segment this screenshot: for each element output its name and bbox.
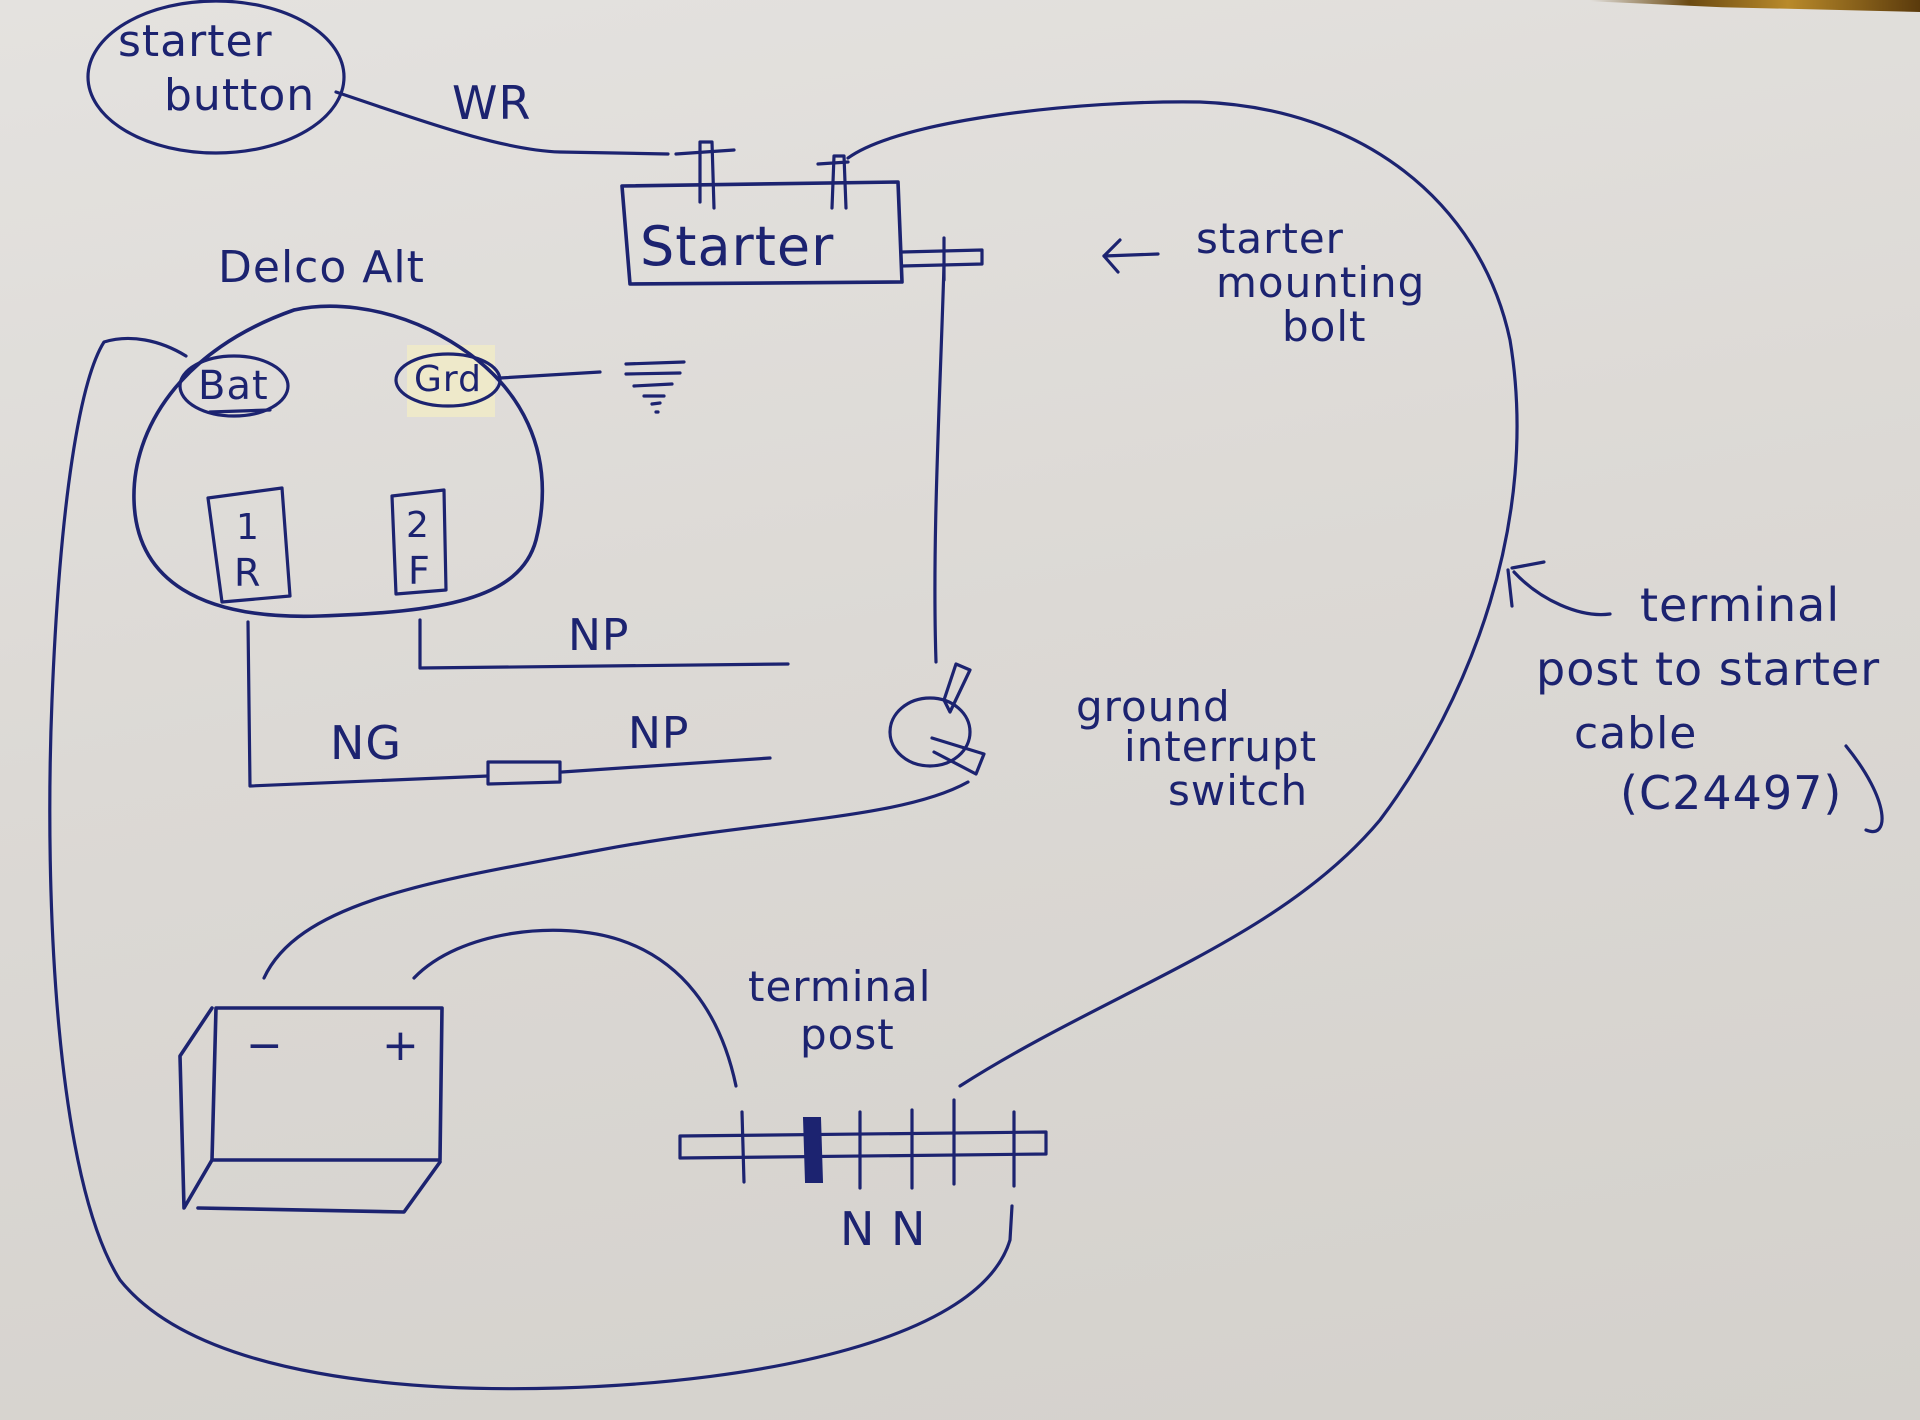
terminal-2f-box xyxy=(390,488,448,596)
starter-mounting-bolt-label-2: mounting xyxy=(1216,258,1426,307)
terminal-post-label-2: post xyxy=(800,1010,895,1059)
resistor xyxy=(486,760,562,786)
terminal-2-label: 2 xyxy=(406,505,430,546)
cable-note-line-3: cable xyxy=(1574,708,1698,759)
wire-grd-to-ground xyxy=(498,370,602,380)
arrow-left-icon xyxy=(1102,238,1160,274)
terminal-f-label: F xyxy=(408,549,431,593)
starter-button-outline xyxy=(86,0,346,155)
bat-underline xyxy=(208,408,272,414)
wire-ng xyxy=(246,620,490,788)
wire-switch-to-battery-neg xyxy=(262,780,970,980)
switch-label-3: switch xyxy=(1168,766,1309,815)
battery-negative-label: − xyxy=(246,1020,284,1071)
wire-np-upper xyxy=(418,618,790,670)
cable-starter-to-terminal-post xyxy=(846,100,1519,1088)
alternator-title: Delco Alt xyxy=(218,242,425,293)
starter-terminal-left xyxy=(674,140,736,210)
starter-mounting-bolt-label-3: bolt xyxy=(1282,302,1367,351)
alternator-body xyxy=(132,304,544,619)
arrow-up-left-icon xyxy=(1506,560,1612,617)
grd-terminal-outline xyxy=(394,352,502,408)
terminal-post-label-1: terminal xyxy=(748,962,932,1011)
terminal-r-label: R xyxy=(234,551,262,595)
starter-button-label-1: starter xyxy=(118,16,273,67)
grd-terminal-label: Grd xyxy=(414,359,482,400)
battery-positive-label: + xyxy=(382,1020,420,1071)
cable-note-line-1: terminal xyxy=(1640,578,1841,632)
battery xyxy=(178,1006,444,1214)
wire-label-wr: WR xyxy=(452,76,532,130)
wire-np-lower xyxy=(560,756,772,774)
cable-note-line-4: (C24497) xyxy=(1620,766,1843,820)
bat-terminal-label: Bat xyxy=(198,363,269,409)
starter-button-label-2: button xyxy=(164,70,316,121)
wire-bat-loop xyxy=(48,336,1014,1391)
starter-mounting-bolt-label-1: starter xyxy=(1196,214,1344,263)
wire-bolt-to-switch xyxy=(933,263,946,664)
starter-label: Starter xyxy=(640,215,835,278)
wire-wr xyxy=(334,90,670,156)
wire-label-ng: NG xyxy=(330,716,403,770)
starter-terminal-right xyxy=(816,154,850,210)
wire-battery-pos-to-terminal-post xyxy=(412,928,738,1088)
ground-interrupt-switch xyxy=(888,662,986,776)
switch-label-1: ground xyxy=(1076,682,1231,731)
cable-note-line-2: post to starter xyxy=(1536,642,1881,696)
ground-icon xyxy=(624,360,686,414)
starter-mounting-bolt xyxy=(900,236,984,282)
starter-body xyxy=(620,180,904,286)
wire-label-np-lower: NP xyxy=(628,708,690,759)
terminal-post xyxy=(678,1098,1048,1190)
terminal-1-label: 1 xyxy=(236,507,260,548)
wire-label-np-upper: NP xyxy=(568,610,630,661)
wire-label-nn: N N xyxy=(840,1202,927,1256)
terminal-1r-box xyxy=(206,486,292,604)
closing-paren-mark xyxy=(1844,744,1884,834)
switch-label-2: interrupt xyxy=(1124,722,1318,771)
bat-terminal-outline xyxy=(178,354,290,418)
